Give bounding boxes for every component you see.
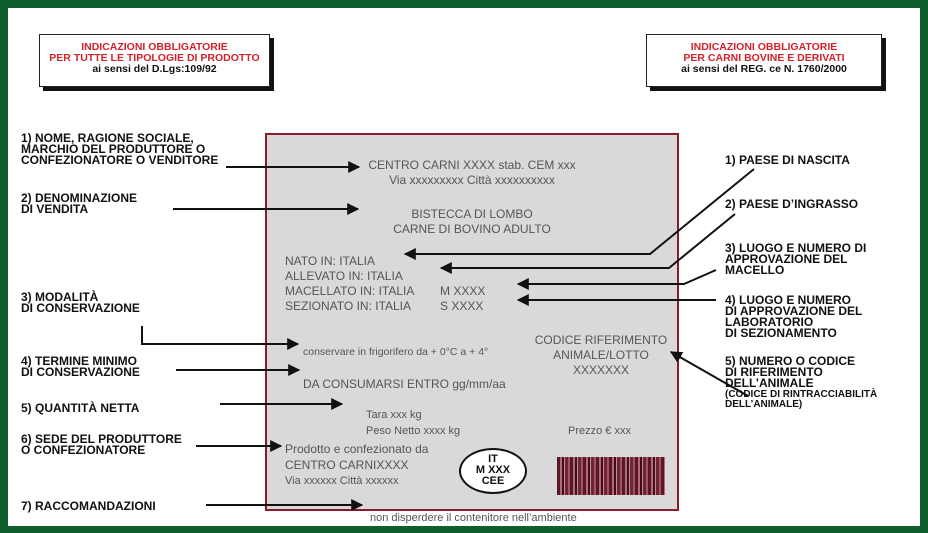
right-label-1: 1) PAESE DI NASCITA bbox=[725, 153, 850, 167]
expiry-date: DA CONSUMARSI ENTRO gg/mm/aa bbox=[303, 377, 506, 391]
arrow-right-5 bbox=[669, 351, 749, 397]
animal-code-line-2: ANIMALE/LOTTO bbox=[553, 348, 649, 362]
left-label-2-line: 2) DENOMINAZIONE bbox=[21, 191, 138, 205]
origin-born: NATO IN: ITALIA bbox=[285, 254, 376, 268]
right-label-1-line: 1) PAESE DI NASCITA bbox=[725, 153, 850, 167]
left-label-6: 6) SEDE DEL PRODUTTORE O CONFEZIONATORE bbox=[21, 432, 182, 457]
producer-address-line-3: Via xxxxxx Città xxxxxx bbox=[285, 475, 399, 487]
header-right-line1: INDICAZIONI OBBLIGATORIE bbox=[690, 41, 838, 53]
barcode-image bbox=[557, 457, 665, 495]
right-label-3-line: MACELLO bbox=[725, 263, 785, 277]
product-name-line-2: CARNE DI BOVINO ADULTO bbox=[393, 222, 551, 236]
right-label-3-line: APPROVAZIONE DEL bbox=[725, 252, 848, 266]
slaughter-code: M XXXX bbox=[440, 284, 486, 298]
header-right-line2: PER CARNI BOVINE E DERIVATI bbox=[683, 52, 845, 64]
header-right-line3: ai sensi del REG. ce N. 1760/2000 bbox=[681, 63, 847, 75]
left-label-5-line: 5) QUANTITÀ NETTA bbox=[21, 401, 140, 415]
right-label-5-line: 5) NUMERO O CODICE bbox=[725, 354, 856, 368]
right-label-2-line: 2) PAESE D’INGRASSO bbox=[725, 197, 859, 211]
header-left-line3: ai sensi del D.Lgs:109/92 bbox=[92, 63, 217, 75]
left-label-1-line: MARCHIO DEL PRODUTTORE O bbox=[21, 142, 206, 156]
pointer-arrows bbox=[141, 161, 755, 511]
left-label-4-line: DI CONSERVAZIONE bbox=[21, 365, 140, 379]
right-label-5-note: (CODICE DI RINTRACCIABILITÀ DELL’ANIMALE… bbox=[725, 390, 877, 410]
origin-cut: SEZIONATO IN: ITALIA bbox=[285, 299, 412, 313]
health-mark-line-3: CEE bbox=[481, 475, 505, 487]
left-label-4: 4) TERMINE MINIMO DI CONSERVAZIONE bbox=[21, 354, 140, 379]
health-mark-oval: IT M XXX CEE bbox=[459, 448, 527, 494]
net-weight: Peso Netto xxxx kg bbox=[366, 425, 461, 437]
arrow-right-1 bbox=[403, 168, 755, 260]
right-label-3-line: 3) LUOGO E NUMERO DI bbox=[725, 241, 867, 255]
right-label-4-line: LABORATORIO bbox=[725, 315, 814, 329]
left-label-2-line: DI VENDITA bbox=[21, 202, 89, 216]
infographic-panel: INDICAZIONI OBBLIGATORIE PER TUTTE LE TI… bbox=[8, 8, 920, 526]
recommendation-text: non disperdere il contenitore nell’ambie… bbox=[370, 512, 577, 524]
tare-weight: Tara xxx kg bbox=[366, 409, 422, 421]
origin-raised: ALLEVATO IN: ITALIA bbox=[285, 269, 403, 283]
animal-code-line-1: CODICE RIFERIMENTO bbox=[534, 333, 668, 347]
left-label-1-line: 1) NOME, RAGIONE SOCIALE, bbox=[21, 131, 194, 145]
left-label-7-line: 7) RACCOMANDAZIONI bbox=[21, 499, 156, 513]
left-label-3-line: DI CONSERVAZIONE bbox=[21, 301, 140, 315]
cut-code: S XXXX bbox=[440, 299, 484, 313]
left-label-1: 1) NOME, RAGIONE SOCIALE, MARCHIO DEL PR… bbox=[21, 131, 219, 167]
right-label-5-line: DELL’ANIMALE bbox=[725, 376, 814, 390]
producer-address-line-2: CENTRO CARNIXXXX bbox=[285, 458, 409, 472]
left-label-4-line: 4) TERMINE MINIMO bbox=[21, 354, 137, 368]
arrow-right-3 bbox=[516, 269, 717, 290]
left-label-7: 7) RACCOMANDAZIONI bbox=[21, 499, 156, 513]
health-mark-line-1: IT bbox=[488, 453, 498, 465]
origin-slaughtered: MACELLATO IN: ITALIA bbox=[285, 284, 415, 298]
left-label-6-line: O CONFEZIONATORE bbox=[21, 443, 146, 457]
producer-line-1: CENTRO CARNI XXXX stab. CEM xxx bbox=[368, 158, 576, 172]
health-mark-line-2: M XXX bbox=[475, 464, 511, 476]
product-name-line-1: BISTECCA DI LOMBO bbox=[411, 207, 533, 221]
header-box-right: INDICAZIONI OBBLIGATORIE PER CARNI BOVIN… bbox=[646, 34, 882, 87]
right-label-4: 4) LUOGO E NUMERO DI APPROVAZIONE DEL LA… bbox=[725, 293, 863, 340]
price: Prezzo € xxx bbox=[568, 425, 631, 437]
right-label-5-note-line: DELL’ANIMALE) bbox=[725, 399, 803, 410]
left-label-3: 3) MODALITÀ DI CONSERVAZIONE bbox=[21, 290, 140, 315]
header-box-left: INDICAZIONI OBBLIGATORIE PER TUTTE LE TI… bbox=[39, 34, 270, 87]
right-label-2: 2) PAESE D’INGRASSO bbox=[725, 197, 859, 211]
right-label-3: 3) LUOGO E NUMERO DI APPROVAZIONE DEL MA… bbox=[725, 241, 867, 277]
left-label-3-line: 3) MODALITÀ bbox=[21, 290, 99, 304]
right-label-5-line: DI RIFERIMENTO bbox=[725, 365, 823, 379]
left-label-1-line: CONFEZIONATORE O VENDITORE bbox=[21, 153, 219, 167]
arrow-left-3 bbox=[141, 326, 300, 350]
producer-line-2: Via xxxxxxxxx Città xxxxxxxxxx bbox=[389, 173, 555, 187]
right-label-4-line: DI APPROVAZIONE DEL bbox=[725, 304, 863, 318]
producer-address-line-1: Prodotto e confezionato da bbox=[285, 442, 429, 456]
left-label-2: 2) DENOMINAZIONE DI VENDITA bbox=[21, 191, 138, 216]
arrow-right-2 bbox=[439, 213, 736, 274]
right-label-5: 5) NUMERO O CODICE DI RIFERIMENTO DELL’A… bbox=[725, 354, 856, 390]
animal-code-line-3: XXXXXXX bbox=[572, 363, 630, 377]
sample-meat-label: CENTRO CARNI XXXX stab. CEM xxx Via xxxx… bbox=[265, 133, 679, 524]
storage-instruction: conservare in frigorifero da + 0°C a + 4… bbox=[303, 346, 489, 358]
right-label-5-note-line: (CODICE DI RINTRACCIABILITÀ bbox=[725, 389, 878, 400]
header-left-line1: INDICAZIONI OBBLIGATORIE bbox=[81, 41, 228, 53]
right-label-4-line: DI SEZIONAMENTO bbox=[725, 326, 837, 340]
left-label-5: 5) QUANTITÀ NETTA bbox=[21, 401, 140, 415]
right-label-4-line: 4) LUOGO E NUMERO bbox=[725, 293, 852, 307]
header-left-line2: PER TUTTE LE TIPOLOGIE DI PRODOTTO bbox=[49, 52, 260, 64]
left-label-6-line: 6) SEDE DEL PRODUTTORE bbox=[21, 432, 182, 446]
